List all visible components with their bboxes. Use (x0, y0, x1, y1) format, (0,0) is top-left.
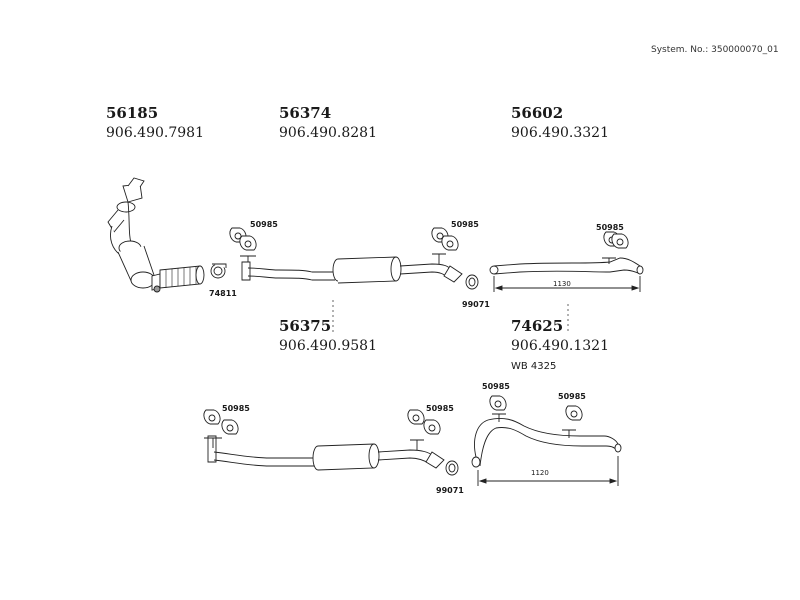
label-ring-99071-b: 99071 (436, 486, 464, 495)
middle-silencer-56374-drawing (241, 256, 463, 284)
oem-number-56602: 906.490.3321 (511, 125, 609, 141)
hanger-50985-drawing-d (203, 409, 239, 435)
hanger-50985-drawing-b (431, 227, 459, 251)
hanger-50985-drawing-a (229, 227, 257, 251)
middle-silencer-56375-drawing (207, 435, 445, 471)
ring-99071-drawing-b (445, 460, 459, 476)
flex-pipe-drawing (159, 265, 205, 289)
hanger-50985-drawing-e (407, 409, 441, 435)
system-number: System. No.: 350000070_01 (651, 45, 779, 55)
hanger-pin-left-56375 (204, 437, 222, 448)
label-hanger-50985-e: 50985 (426, 404, 454, 413)
part-number-56185: 56185 (106, 104, 159, 122)
tail-pipe-56602-drawing (489, 257, 644, 275)
oem-number-56375: 906.490.9581 (279, 338, 377, 354)
tail-pipe-74625-drawing (471, 413, 622, 468)
label-hanger-50985-c: 50985 (596, 223, 624, 232)
oem-number-56374: 906.490.8281 (279, 125, 377, 141)
label-hanger-50985-g: 50985 (558, 392, 586, 401)
label-hanger-50985-a: 50985 (250, 220, 278, 229)
dimension-label-1120: 1120 (531, 469, 549, 477)
part-number-56374: 56374 (279, 104, 332, 122)
dimension-label-1130: 1130 (553, 280, 571, 288)
ring-99071-drawing-a (465, 274, 479, 290)
label-hanger-50985-d: 50985 (222, 404, 250, 413)
catalytic-converter-drawing (107, 177, 161, 293)
hanger-pin-right-56374 (432, 253, 446, 264)
oem-number-74625: 906.490.1321 (511, 338, 609, 354)
label-hanger-50985-f: 50985 (482, 382, 510, 391)
dimension-line-1120 (477, 456, 619, 486)
label-hanger-50985-b: 50985 (451, 220, 479, 229)
label-clamp-74811: 74811 (209, 289, 237, 298)
dimension-line-1130 (493, 276, 641, 292)
part-number-56602: 56602 (511, 104, 564, 122)
hanger-pin-right-56375 (410, 439, 424, 450)
hanger-50985-drawing-f (489, 395, 507, 411)
oem-number-56185: 906.490.7981 (106, 125, 204, 141)
label-ring-99071-a: 99071 (462, 300, 490, 309)
hanger-50985-drawing-c (603, 231, 629, 249)
part-number-74625: 74625 (511, 317, 564, 335)
part-number-56375: 56375 (279, 317, 332, 335)
clamp-74811-drawing (210, 263, 227, 279)
wb-note: WB 4325 (511, 361, 557, 372)
hanger-pin-left-56374 (240, 255, 256, 262)
hanger-50985-drawing-g (565, 405, 583, 421)
